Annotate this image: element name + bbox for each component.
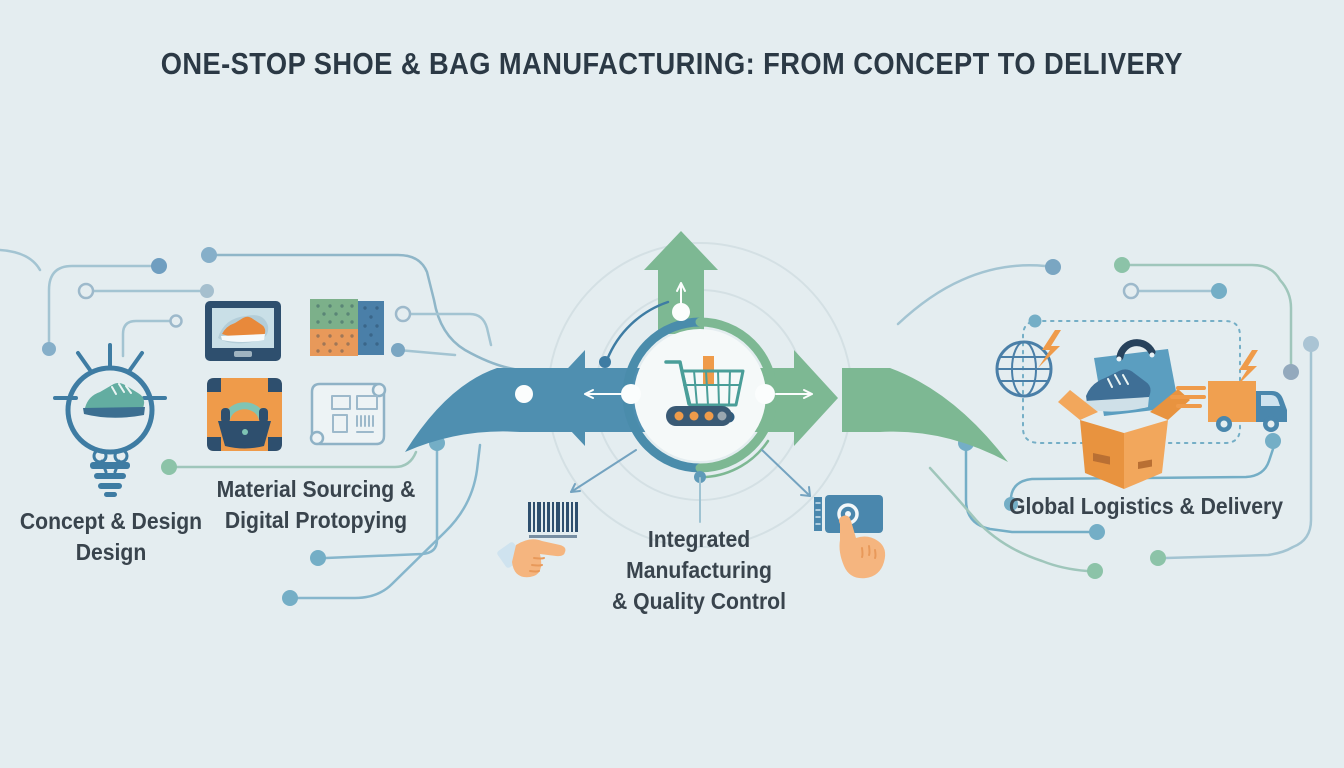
circuit-lines-left	[0, 247, 522, 606]
stage-label-line: Material Sourcing &	[216, 476, 416, 502]
tap-hand-icon	[839, 515, 886, 579]
shipping-box-icon	[1058, 339, 1190, 489]
blueprint-icon	[309, 382, 387, 446]
scanner-card-icon	[814, 495, 883, 533]
cart-conveyor-icon	[664, 356, 745, 426]
barcode-icon	[528, 502, 578, 538]
ribbon-markers	[515, 282, 813, 404]
page-title: ONE-STOP SHOE & BAG MANUFACTURING: FROM …	[160, 46, 1184, 81]
dashed-enclosure	[1022, 314, 1241, 444]
left-arrow	[405, 350, 650, 452]
pointing-hand-icon	[497, 539, 566, 578]
laptop-shoe-icon	[205, 301, 281, 361]
hub-connectors	[570, 449, 811, 523]
stage-label-integrated-manufacturing: Integrated Manufacturing & Quality Contr…	[598, 524, 800, 617]
stage-label-concept-design: Concept & Design Design	[19, 506, 203, 568]
stage-label-material-sourcing: Material Sourcing & Digital Protopying	[206, 474, 427, 536]
stage-label-global-logistics: Global Logistics & Delivery	[1008, 491, 1284, 522]
stage-label-line: Manufacturing	[626, 557, 772, 583]
stage-label-line: Design	[75, 539, 147, 565]
delivery-truck-icon	[1170, 350, 1287, 432]
stage-label-line: Concept & Design	[19, 508, 203, 534]
globe-icon	[995, 330, 1061, 398]
lightbulb-shoe-icon	[53, 343, 167, 497]
stage-label-line: Integrated	[647, 526, 751, 552]
stage-label-line: Global Logistics & Delivery	[1009, 493, 1283, 519]
stage-label-line: & Quality Control	[612, 588, 786, 614]
circuit-lines-right	[896, 257, 1319, 579]
bag-case-icon	[207, 378, 282, 451]
stage-label-line: Digital Protopying	[224, 507, 408, 533]
fabric-swatches-icon	[310, 299, 384, 356]
